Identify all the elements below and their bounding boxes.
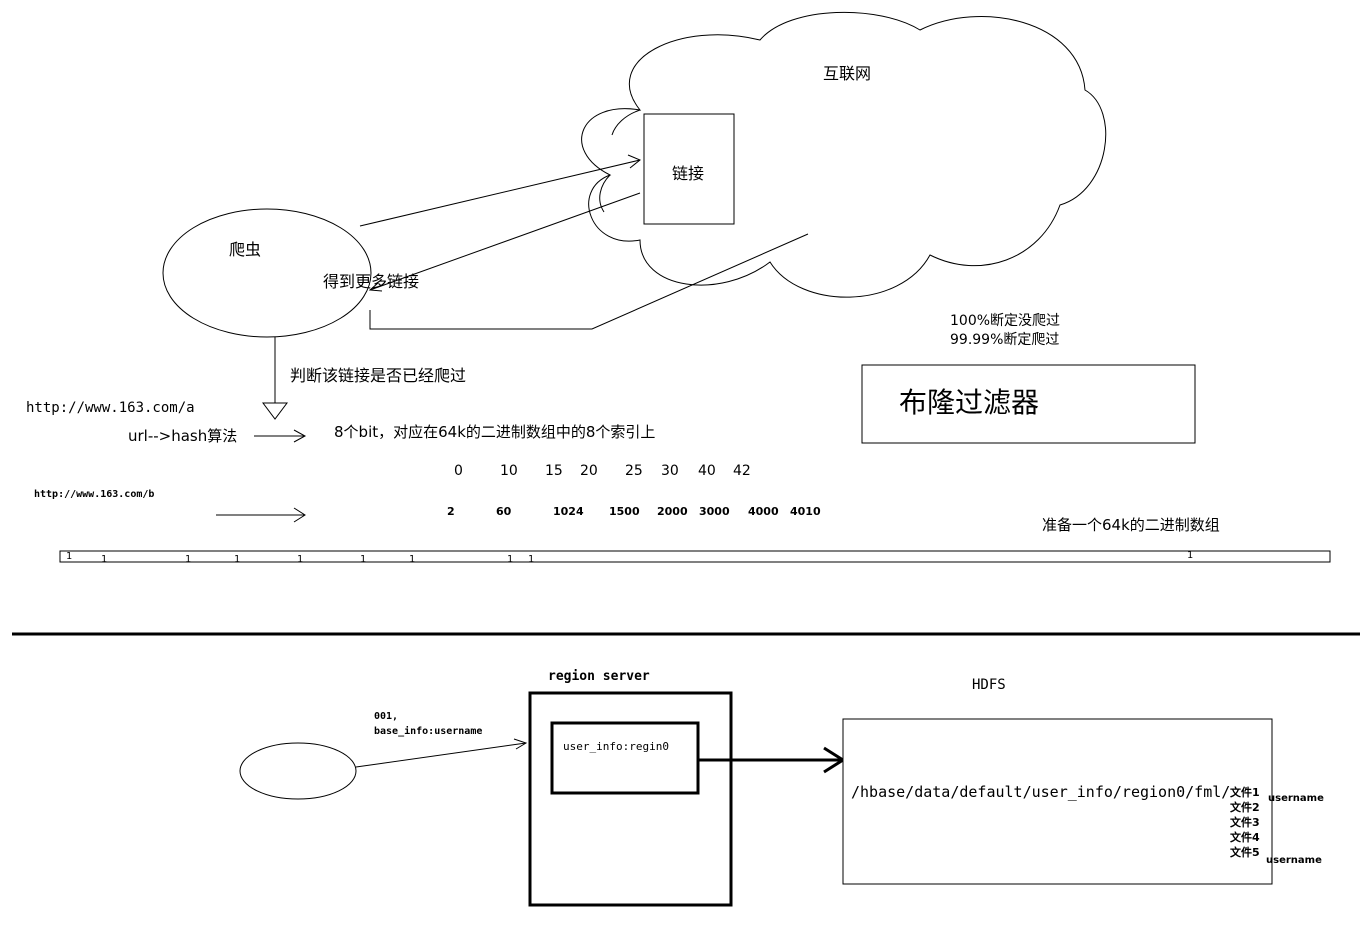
request-line2: base_info:username bbox=[374, 726, 483, 737]
index-a-6: 40 bbox=[698, 463, 716, 479]
bit-value: 1 bbox=[360, 554, 367, 565]
client-ellipse bbox=[239, 742, 357, 800]
internet-label: 互联网 bbox=[823, 64, 872, 83]
hdfs-path: /hbase/data/default/user_info/region0/fm… bbox=[851, 783, 1231, 801]
region-server-label: region server bbox=[548, 669, 650, 684]
file-1: 文件1 bbox=[1230, 786, 1260, 799]
hash-arrows bbox=[216, 429, 307, 523]
index-b-2: 1024 bbox=[553, 505, 584, 518]
request-line1: 001, bbox=[374, 711, 399, 722]
bit-value: 1 bbox=[528, 554, 535, 565]
crawler-link-arrows bbox=[359, 154, 809, 330]
index-b-7: 4010 bbox=[790, 505, 821, 518]
bit-value: 1 bbox=[101, 554, 108, 565]
link-label: 链接 bbox=[672, 164, 705, 183]
file-4: 文件4 bbox=[1230, 831, 1260, 844]
bits-desc: 8个bit，对应在64k的二进制数组中的8个索引上 bbox=[334, 423, 656, 441]
bit-value: 1 bbox=[1187, 550, 1194, 561]
bit-value: 1 bbox=[185, 554, 192, 565]
judge-label: 判断该链接是否已经爬过 bbox=[290, 366, 467, 385]
index-a-5: 30 bbox=[661, 463, 679, 479]
internet-cloud bbox=[581, 11, 1107, 298]
index-a-7: 42 bbox=[733, 463, 751, 479]
index-a-2: 15 bbox=[545, 463, 563, 479]
hdfs-label: HDFS bbox=[972, 677, 1006, 693]
file-3: 文件3 bbox=[1230, 816, 1260, 829]
region-label: user_info:regin0 bbox=[563, 740, 669, 753]
bloom-filter-label: 布隆过滤器 bbox=[899, 386, 1040, 419]
url-a: http://www.163.com/a bbox=[26, 400, 195, 416]
index-a-3: 20 bbox=[580, 463, 598, 479]
bit-value: 1 bbox=[66, 551, 73, 562]
crawler-label: 爬虫 bbox=[229, 240, 262, 259]
prob-line2: 99.99%断定爬过 bbox=[950, 332, 1060, 348]
username-top: username bbox=[1268, 793, 1324, 804]
index-b-0: 2 bbox=[447, 505, 455, 518]
index-b-4: 2000 bbox=[657, 505, 688, 518]
link-box bbox=[643, 113, 735, 225]
index-b-3: 1500 bbox=[609, 505, 640, 518]
index-b-5: 3000 bbox=[699, 505, 730, 518]
index-a-4: 25 bbox=[625, 463, 643, 479]
url-b: http://www.163.com/b bbox=[34, 489, 155, 500]
index-a-0: 0 bbox=[454, 463, 463, 479]
index-a-1: 10 bbox=[500, 463, 518, 479]
hdfs-box bbox=[842, 718, 1273, 885]
username-bottom: username bbox=[1266, 855, 1322, 866]
bit-value: 1 bbox=[409, 554, 416, 565]
bit-value: 1 bbox=[507, 554, 514, 565]
more-links-label: 得到更多链接 bbox=[323, 272, 420, 291]
index-b-6: 4000 bbox=[748, 505, 779, 518]
bit-value: 1 bbox=[234, 554, 241, 565]
region-box bbox=[550, 721, 700, 795]
crawler-ellipse bbox=[162, 208, 372, 338]
url-hash-label: url-->hash算法 bbox=[128, 427, 238, 445]
file-5: 文件5 bbox=[1230, 846, 1260, 859]
judge-arrow bbox=[262, 337, 288, 420]
prepare-array-label: 准备一个64k的二进制数组 bbox=[1042, 516, 1220, 534]
bloom-filter-box bbox=[861, 364, 1196, 444]
file-2: 文件2 bbox=[1230, 801, 1260, 814]
prob-line1: 100%断定没爬过 bbox=[950, 313, 1061, 329]
bit-value: 1 bbox=[297, 554, 304, 565]
index-b-1: 60 bbox=[496, 505, 512, 518]
bit-array-bar bbox=[59, 550, 1331, 563]
client-request-arrow bbox=[355, 738, 528, 768]
